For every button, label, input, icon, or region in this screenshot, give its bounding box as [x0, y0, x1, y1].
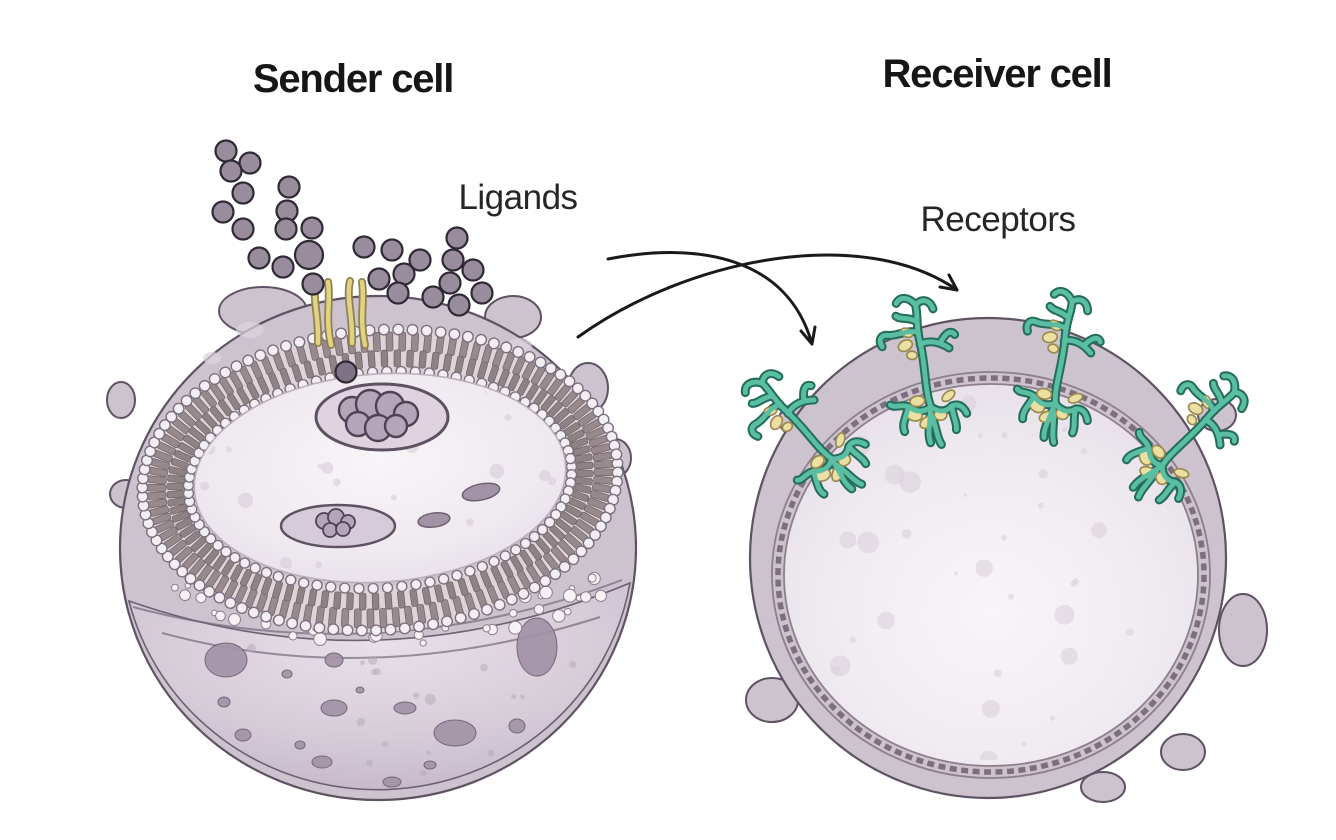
ligand-dot — [293, 239, 325, 271]
ligand-dot — [274, 217, 298, 241]
ligand-dot — [461, 258, 485, 282]
ligand-dot — [438, 271, 462, 295]
sender-cell — [106, 277, 638, 802]
ligand-dot — [386, 281, 410, 305]
ligand-dot — [211, 200, 235, 224]
ligand-dot — [231, 217, 255, 241]
ligand-dot — [441, 248, 465, 272]
ligand-dot — [238, 151, 262, 175]
ligand-dot — [271, 255, 295, 279]
ligand-dot — [301, 272, 325, 296]
ligand-dot — [300, 216, 324, 240]
lipid-bilayer-ring — [136, 323, 624, 637]
ligand-dot — [470, 281, 494, 305]
ligand-dot — [367, 267, 391, 291]
receptor — [1122, 371, 1249, 505]
ligand-dot — [408, 248, 432, 272]
receptors-group — [740, 286, 1249, 505]
ligand-dot — [447, 293, 471, 317]
receptor — [875, 293, 972, 449]
receiver-cell-title: Receiver cell — [882, 52, 1112, 96]
ligand-dots — [211, 139, 494, 317]
ligand-dot — [247, 246, 271, 270]
ligand-dot — [277, 175, 301, 199]
ligand-dot — [445, 226, 469, 250]
ligand-dot — [231, 181, 255, 205]
receiver-cell — [740, 286, 1268, 803]
ligand-dot — [421, 285, 445, 309]
arrowhead-icon — [938, 273, 959, 292]
curved-arrow — [606, 251, 814, 346]
arrowhead-icon — [799, 325, 817, 346]
ligand-dot — [392, 262, 416, 286]
curved-arrow — [576, 253, 959, 339]
ligand-dot — [380, 238, 404, 262]
ligand-dot — [214, 139, 238, 163]
ligand-dot — [219, 159, 243, 183]
signal-arrows — [576, 251, 959, 346]
receptor — [1012, 286, 1105, 447]
ligand-dot — [352, 235, 376, 259]
ligands-label: Ligands — [458, 178, 578, 217]
sender-cell-title: Sender cell — [252, 57, 454, 101]
receptor — [740, 369, 871, 499]
receptors-label: Receptors — [920, 200, 1076, 239]
